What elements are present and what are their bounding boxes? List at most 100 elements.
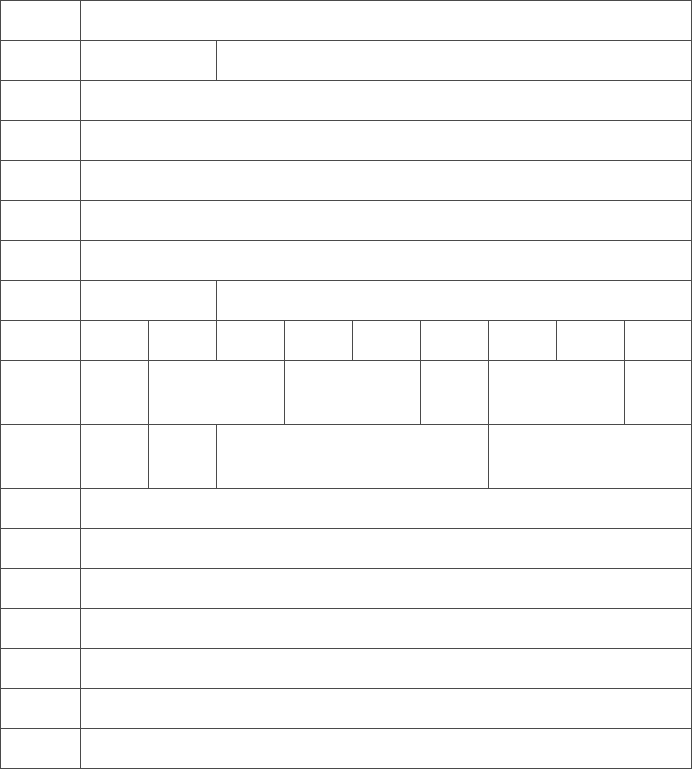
row-5-label-cell xyxy=(0,160,80,200)
row-6-label-cell xyxy=(0,200,80,240)
row-5-cell-1 xyxy=(80,160,692,200)
row-4-cell-1 xyxy=(80,120,692,160)
row-10-cell-2-text xyxy=(149,361,284,369)
row-13-cell-1 xyxy=(80,528,692,568)
row-8-cell-1-text xyxy=(81,281,216,289)
row-11-cell-4-text xyxy=(489,425,691,433)
row-11-cell-2-text xyxy=(149,425,216,433)
row-14-label-cell-text xyxy=(1,569,80,577)
row-13-label-cell xyxy=(0,528,80,568)
row-17-cell-1 xyxy=(80,688,692,728)
row-9-cell-2-text xyxy=(149,321,216,329)
row-8-label-cell-text xyxy=(1,281,80,289)
row-9-cell-4 xyxy=(284,320,352,360)
row-2-label-cell-text xyxy=(1,41,80,49)
row-5-label-cell-text xyxy=(1,161,80,169)
row-14-cell-1 xyxy=(80,568,692,608)
row-9-cell-6 xyxy=(420,320,488,360)
row-15-cell-1-text xyxy=(81,609,691,617)
row-11-cell-1 xyxy=(80,424,148,488)
row-7-cell-1 xyxy=(80,240,692,280)
row-10-cell-1 xyxy=(80,360,148,424)
row-9-cell-5-text xyxy=(353,321,420,329)
row-10-cell-3-text xyxy=(285,361,420,369)
row-16-cell-1-text xyxy=(81,649,691,657)
row-11-cell-1-text xyxy=(81,425,148,433)
row-12-label-cell-text xyxy=(1,489,80,497)
row-10-cell-6-text xyxy=(625,361,691,369)
row-8-cell-2 xyxy=(216,280,692,320)
row-18-label-cell-text xyxy=(1,729,80,737)
row-9-cell-3-text xyxy=(217,321,284,329)
row-12-label-cell xyxy=(0,488,80,528)
row-10-cell-5 xyxy=(488,360,624,424)
row-3-label-cell-text xyxy=(1,81,80,89)
row-8-cell-2-text xyxy=(217,281,691,289)
row-9-cell-1 xyxy=(80,320,148,360)
row-10-label-cell-text xyxy=(1,361,80,369)
row-4-label-cell-text xyxy=(1,121,80,129)
row-16-label-cell xyxy=(0,648,80,688)
row-9-cell-7 xyxy=(488,320,556,360)
row-6-label-cell-text xyxy=(1,201,80,209)
row-4-label-cell xyxy=(0,120,80,160)
row-16-cell-1 xyxy=(80,648,692,688)
row-1-cell-1 xyxy=(80,0,692,40)
row-5-cell-1-text xyxy=(81,161,691,169)
row-9-cell-9 xyxy=(624,320,692,360)
row-18-cell-1-text xyxy=(81,729,691,737)
row-9-cell-3 xyxy=(216,320,284,360)
row-7-label-cell xyxy=(0,240,80,280)
row-9-cell-8 xyxy=(556,320,624,360)
row-11-cell-2 xyxy=(148,424,216,488)
row-12-cell-1 xyxy=(80,488,692,528)
row-6-cell-1-text xyxy=(81,201,691,209)
row-11-label-cell-text xyxy=(1,425,80,433)
row-16-label-cell-text xyxy=(1,649,80,657)
row-1-cell-1-text xyxy=(81,1,691,9)
row-7-cell-1-text xyxy=(81,241,691,249)
row-11-cell-3-text xyxy=(217,425,488,433)
row-9-cell-4-text xyxy=(285,321,352,329)
row-9-label-cell-text xyxy=(1,321,80,329)
row-10-cell-5-text xyxy=(489,361,624,369)
row-9-cell-1-text xyxy=(81,321,148,329)
row-15-label-cell-text xyxy=(1,609,80,617)
row-7-label-cell-text xyxy=(1,241,80,249)
row-2-cell-1 xyxy=(80,40,216,80)
row-10-cell-3 xyxy=(284,360,420,424)
row-10-cell-6 xyxy=(624,360,692,424)
row-15-cell-1 xyxy=(80,608,692,648)
row-9-label-cell xyxy=(0,320,80,360)
row-3-label-cell xyxy=(0,80,80,120)
row-18-cell-1 xyxy=(80,728,692,769)
row-8-cell-1 xyxy=(80,280,216,320)
row-10-cell-4-text xyxy=(421,361,488,369)
row-17-cell-1-text xyxy=(81,689,691,697)
row-1-label-cell xyxy=(0,0,80,40)
row-9-cell-7-text xyxy=(489,321,556,329)
row-9-cell-6-text xyxy=(421,321,488,329)
row-17-label-cell-text xyxy=(1,689,80,697)
row-13-label-cell-text xyxy=(1,529,80,537)
row-2-cell-1-text xyxy=(81,41,216,49)
row-9-cell-8-text xyxy=(557,321,624,329)
row-10-label-cell xyxy=(0,360,80,424)
row-10-cell-4 xyxy=(420,360,488,424)
row-2-label-cell xyxy=(0,40,80,80)
row-1-label-cell-text xyxy=(1,1,80,9)
row-15-label-cell xyxy=(0,608,80,648)
row-14-label-cell xyxy=(0,568,80,608)
row-8-label-cell xyxy=(0,280,80,320)
row-9-cell-5 xyxy=(352,320,420,360)
row-2-cell-2-text xyxy=(217,41,691,49)
row-11-cell-3 xyxy=(216,424,488,488)
row-13-cell-1-text xyxy=(81,529,691,537)
row-9-cell-9-text xyxy=(625,321,691,329)
row-17-label-cell xyxy=(0,688,80,728)
row-10-cell-1-text xyxy=(81,361,148,369)
row-12-cell-1-text xyxy=(81,489,691,497)
row-2-cell-2 xyxy=(216,40,692,80)
row-11-label-cell xyxy=(0,424,80,488)
